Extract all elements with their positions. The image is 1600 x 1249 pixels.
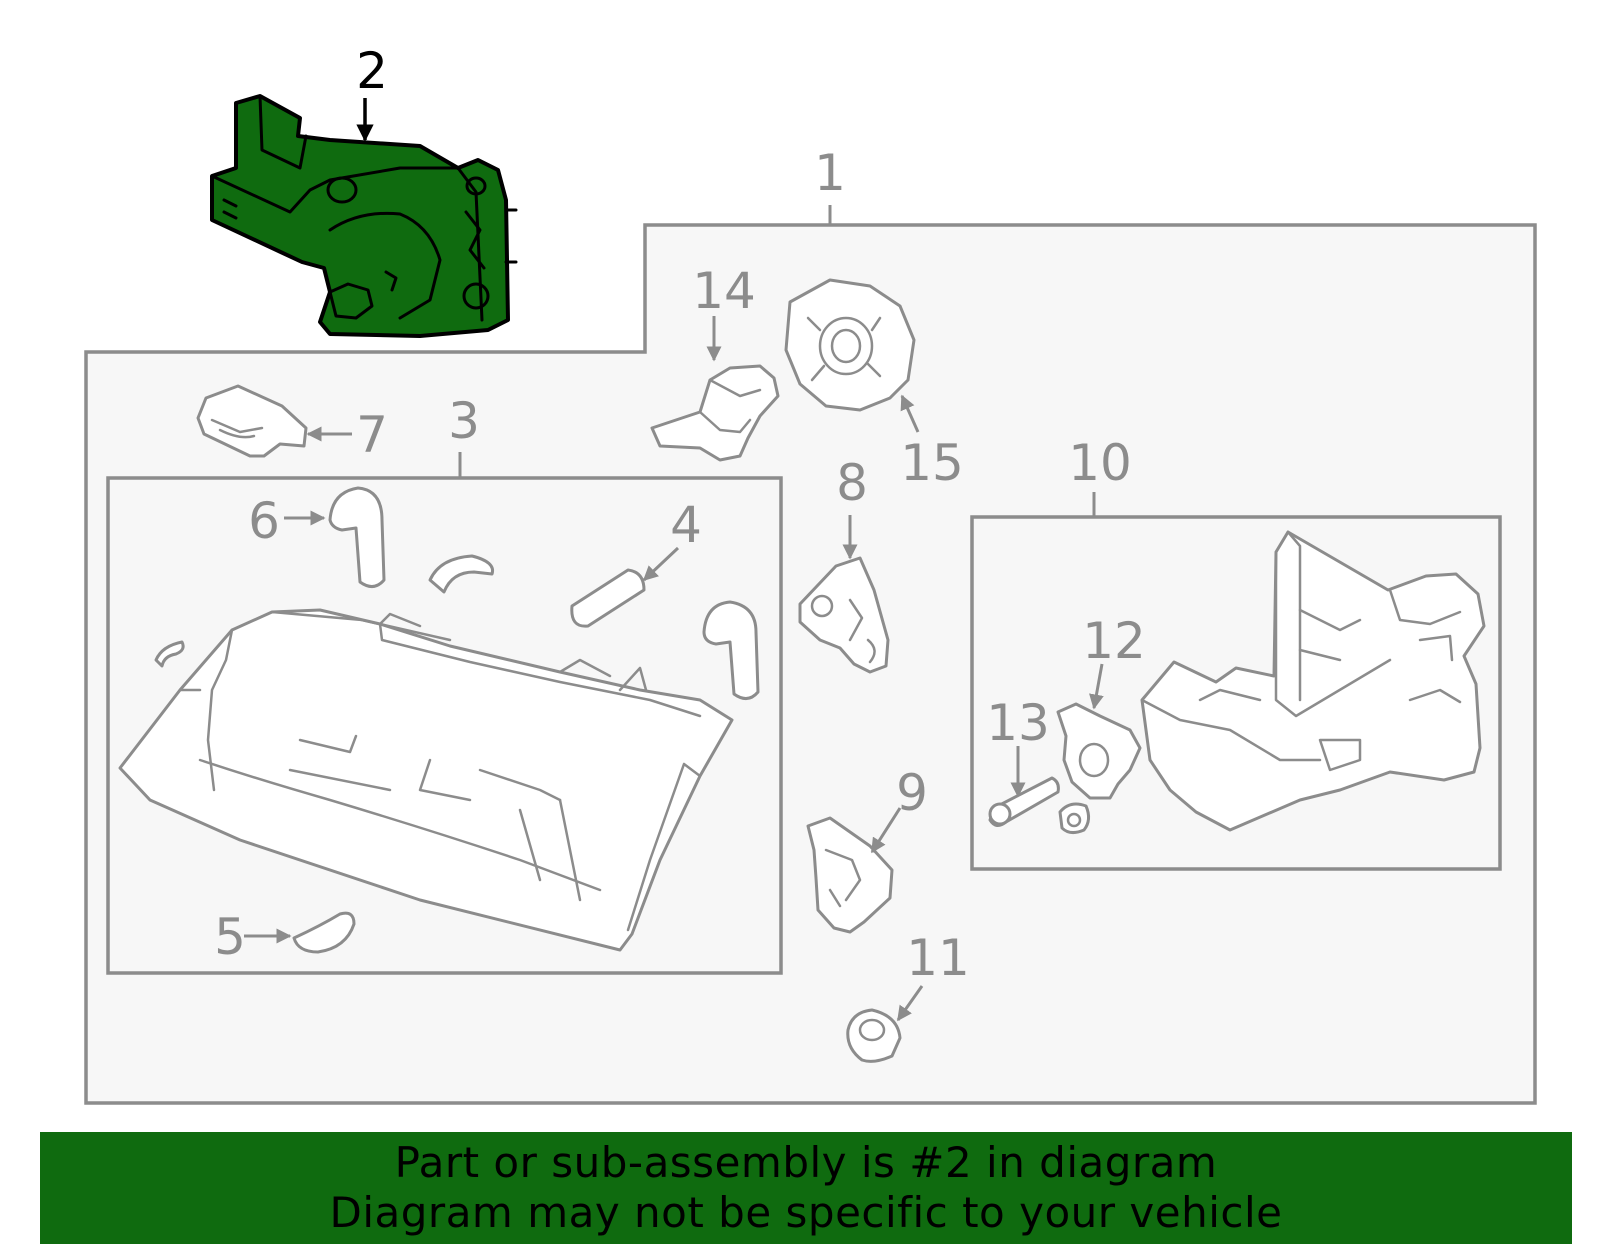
part-14-bulb [650, 364, 780, 462]
part-13-screw [988, 776, 1060, 827]
part-5-hose [292, 911, 356, 954]
hose-elbow-right [702, 600, 760, 700]
part-12-motor [1056, 702, 1142, 800]
callout-7: 7 [356, 406, 388, 464]
part-7-connector [196, 384, 308, 458]
callout-10: 10 [1068, 434, 1132, 492]
callout-15: 15 [900, 434, 964, 492]
callout-1: 1 [814, 144, 846, 202]
callout-4: 4 [670, 496, 702, 554]
part-4-bulb [570, 568, 646, 628]
part-3-headlamp [118, 608, 734, 952]
callout-8: 8 [836, 454, 868, 512]
callout-14: 14 [692, 262, 756, 320]
grommet [1058, 802, 1091, 835]
info-banner: Part or sub-assembly is #2 in diagram Di… [40, 1132, 1572, 1244]
part-11-nut [846, 1008, 902, 1063]
part-9-bracket [806, 816, 894, 934]
callout-5: 5 [214, 908, 246, 966]
small-clip [154, 640, 185, 668]
callout-3: 3 [448, 392, 480, 450]
part-6-elbow [328, 486, 386, 588]
callout-13: 13 [986, 694, 1050, 752]
part-15-socket [784, 278, 916, 412]
banner-line-2: Diagram may not be specific to your vehi… [329, 1188, 1283, 1237]
banner-line-1: Part or sub-assembly is #2 in diagram [394, 1138, 1218, 1187]
part-10-housing [1140, 530, 1486, 832]
callout-12: 12 [1082, 612, 1146, 670]
callout-9: 9 [896, 764, 928, 822]
callout-11: 11 [906, 929, 970, 987]
callout-2[interactable]: 2 [356, 42, 388, 100]
part-2-highlighted[interactable] [210, 94, 518, 338]
fitting-small [428, 554, 495, 594]
callout-6: 6 [248, 492, 280, 550]
